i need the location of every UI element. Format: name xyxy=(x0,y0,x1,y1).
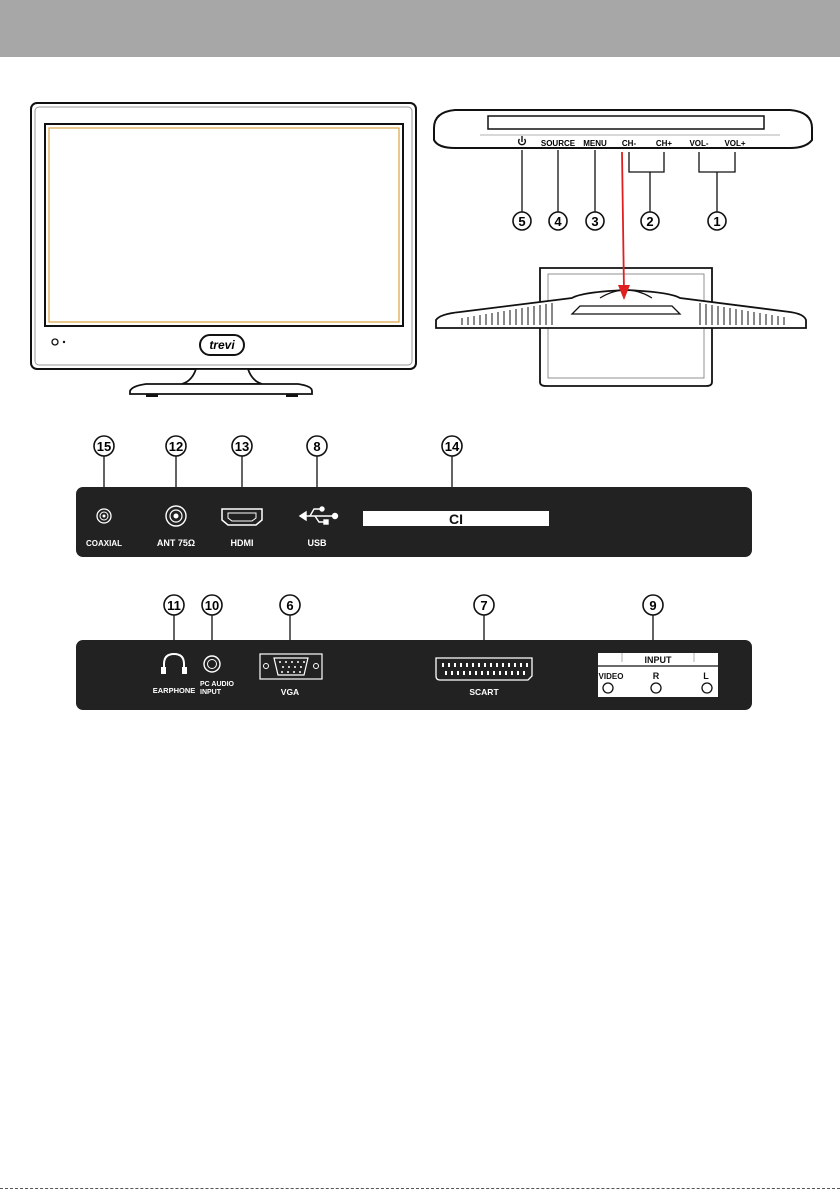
svg-text:4: 4 xyxy=(554,214,562,229)
input-title-label: INPUT xyxy=(645,655,673,665)
ch-minus-label: CH- xyxy=(622,139,637,148)
ir-sensor-icon xyxy=(63,341,65,343)
callout-7: 7 xyxy=(474,595,494,615)
ci-label: CI xyxy=(449,511,463,527)
callout-14: 14 xyxy=(442,436,462,456)
scart-label: SCART xyxy=(469,687,499,697)
svg-text:8: 8 xyxy=(313,439,320,454)
callout-12: 12 xyxy=(166,436,186,456)
rear-panel-1: 15 12 13 8 14 COAXIAL ANT 75Ω HDMI xyxy=(76,436,752,557)
hdmi-label: HDMI xyxy=(231,538,254,548)
brand-logo: trevi xyxy=(200,335,244,355)
usb-label: USB xyxy=(307,538,327,548)
callout-8: 8 xyxy=(307,436,327,456)
tv-stand-neck xyxy=(182,369,262,384)
svg-text:9: 9 xyxy=(649,598,656,613)
svg-text:7: 7 xyxy=(480,598,487,613)
callout-9: 9 xyxy=(643,595,663,615)
svg-text:3: 3 xyxy=(591,214,598,229)
callout-15: 15 xyxy=(94,436,114,456)
svg-text:1: 1 xyxy=(713,214,720,229)
top-leader-lines xyxy=(522,150,735,212)
svg-text:13: 13 xyxy=(235,439,249,454)
vol-minus-label: VOL- xyxy=(689,139,708,148)
antenna-label: ANT 75Ω xyxy=(157,538,195,548)
svg-text:2: 2 xyxy=(646,214,653,229)
svg-text:15: 15 xyxy=(97,439,111,454)
callout-11: 11 xyxy=(164,595,184,615)
audio-r-jack-icon xyxy=(651,683,661,693)
earphone-label: EARPHONE xyxy=(153,686,196,695)
page-footer-line xyxy=(0,1188,840,1189)
brand-logo-text: trevi xyxy=(209,338,235,352)
tv-screen xyxy=(45,124,403,326)
callout-13: 13 xyxy=(232,436,252,456)
source-button-label: SOURCE xyxy=(541,139,576,148)
svg-text:12: 12 xyxy=(169,439,183,454)
svg-text:6: 6 xyxy=(286,598,293,613)
vol-plus-label: VOL+ xyxy=(724,139,745,148)
svg-text:14: 14 xyxy=(445,439,460,454)
menu-button-label: MENU xyxy=(583,139,607,148)
callout-5: 5 xyxy=(513,212,531,230)
tv-topdown-view xyxy=(436,152,806,386)
coaxial-label: COAXIAL xyxy=(86,539,122,548)
svg-text:11: 11 xyxy=(167,598,181,613)
audio-l-label: L xyxy=(703,671,709,681)
svg-text:10: 10 xyxy=(205,598,219,613)
svg-text:5: 5 xyxy=(518,214,525,229)
pc-audio-label-1: PC AUDIO xyxy=(200,681,235,688)
pc-audio-label-2: INPUT xyxy=(200,689,222,696)
vga-label: VGA xyxy=(281,687,299,697)
callout-4: 4 xyxy=(549,212,567,230)
tv-front-view: trevi xyxy=(31,103,416,397)
callout-1: 1 xyxy=(708,212,726,230)
callout-10: 10 xyxy=(202,595,222,615)
callout-6: 6 xyxy=(280,595,300,615)
audio-l-jack-icon xyxy=(702,683,712,693)
callout-2: 2 xyxy=(641,212,659,230)
callout-3: 3 xyxy=(586,212,604,230)
audio-r-label: R xyxy=(653,671,660,681)
av-input-block: INPUT VIDEO R L xyxy=(598,653,718,697)
ch-plus-label: CH+ xyxy=(656,139,673,148)
video-label: VIDEO xyxy=(599,672,624,681)
video-jack-icon xyxy=(603,683,613,693)
tv-stand-base xyxy=(130,384,312,394)
rear-panel-2: 11 10 6 7 9 EARPHONE PC AUDIO INPUT xyxy=(76,595,752,710)
